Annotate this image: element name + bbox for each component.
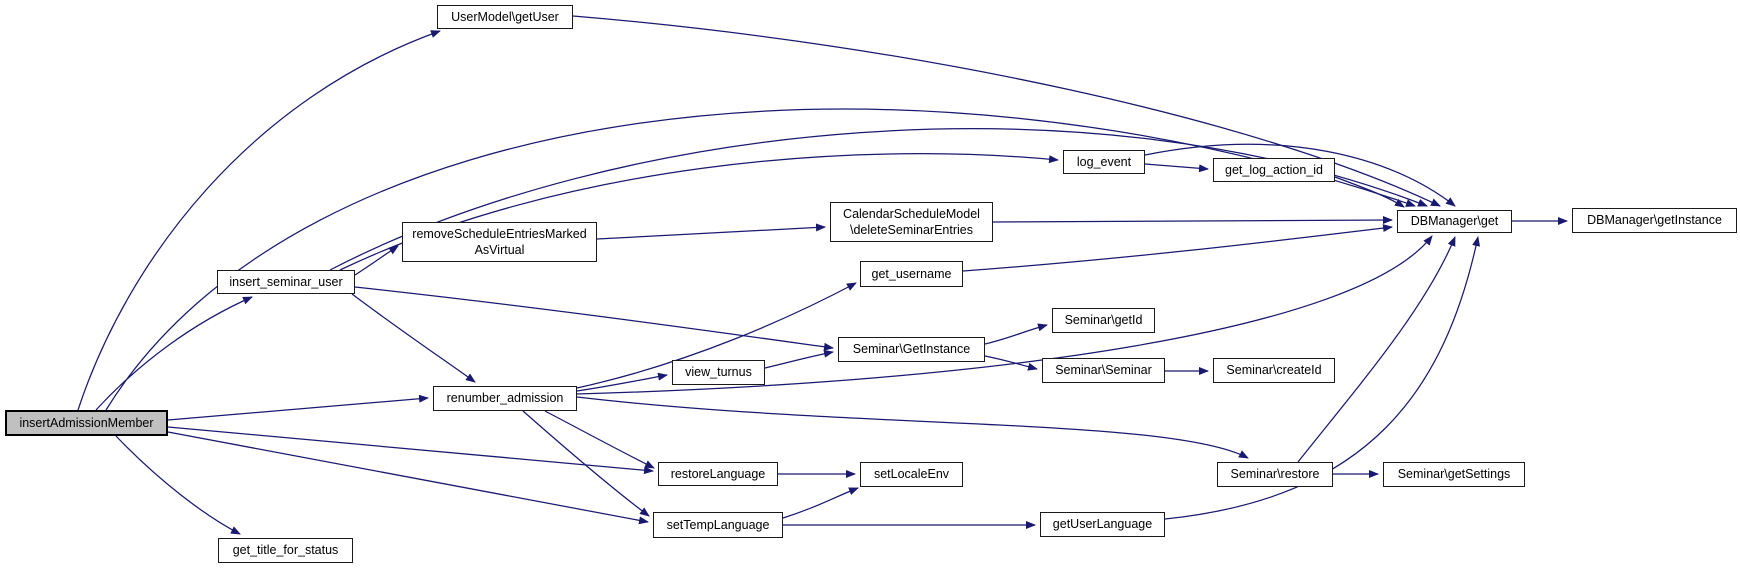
node-logEvent[interactable]: log_event [1063,150,1145,174]
node-seminarCreateId[interactable]: Seminar\createId [1213,358,1335,383]
edge-renumberAdmission-to-setTempLanguage [522,410,650,517]
node-label: setTempLanguage [666,517,770,532]
edge-logEvent-to-getLogActionId [1144,163,1209,173]
node-label: Seminar\getId [1064,313,1143,328]
edge-seminarGetInstance-to-seminarGetId [984,323,1048,345]
edge-calendarScheduleModelDeleteSeminarEntries-to-dbManagerGet [992,216,1393,225]
node-insertSeminarUser[interactable]: insert_seminar_user [217,270,355,294]
node-label: get_title_for_status [232,543,339,558]
edge-insertSeminarUser-to-seminarGetInstance [354,286,834,351]
edge-insertAdmissionMember-to-userModelGetUser [77,30,441,411]
node-getUsername[interactable]: get_username [860,261,963,287]
edge-insertAdmissionMember-to-setTempLanguage [167,431,649,525]
edge-getUserLanguage-to-dbManagerGet [1164,236,1481,520]
node-label: DBManager\get [1410,214,1499,229]
node-calendarScheduleModelDeleteSeminarEntries[interactable]: CalendarScheduleModel \deleteSeminarEntr… [830,202,993,242]
edge-renumberAdmission-to-seminarRestore [576,396,1249,459]
edge-getLogActionId-to-dbManagerGet [1334,176,1405,208]
node-viewTurnus[interactable]: view_turnus [672,360,765,385]
edge-insertSeminarUser-to-renumberAdmission [351,293,476,383]
node-label: Seminar\GetInstance [852,342,971,357]
edge-renumberAdmission-to-viewTurnus [576,372,668,392]
node-userModelGetUser[interactable]: UserModel\getUser [437,5,573,29]
edge-userModelGetUser-to-dbManagerGet [572,15,1441,207]
node-seminarGetInstance[interactable]: Seminar\GetInstance [838,337,985,362]
node-dbManagerGetInstance[interactable]: DBManager\getInstance [1572,208,1737,233]
node-label: Seminar\Seminar [1055,363,1152,378]
node-seminarSeminar[interactable]: Seminar\Seminar [1042,358,1165,383]
node-label: Seminar\createId [1226,363,1322,378]
edge-seminarGetInstance-to-seminarSeminar [984,355,1038,371]
edge-setTempLanguage-to-setLocaleEnv [782,487,859,519]
node-label: view_turnus [685,365,752,380]
node-dbManagerGet[interactable]: DBManager\get [1397,210,1512,233]
node-label: CalendarScheduleModel \deleteSeminarEntr… [843,206,980,237]
node-label: insertAdmissionMember [19,415,154,430]
edge-viewTurnus-to-seminarGetInstance [764,349,834,369]
node-label: getUserLanguage [1052,517,1153,532]
edge-getUsername-to-dbManagerGet [962,224,1393,272]
edge-insertAdmissionMember-to-renumberAdmission [167,394,429,421]
node-removeScheduleEntriesMarkedAsVirtual[interactable]: removeScheduleEntriesMarked AsVirtual [402,222,597,262]
edge-insertAdmissionMember-to-insertSeminarUser [95,296,253,411]
node-label: log_event [1076,154,1132,169]
node-label: setLocaleEnv [873,467,950,482]
node-setLocaleEnv[interactable]: setLocaleEnv [860,462,963,487]
edge-insertAdmissionMember-to-getTitleForStatus [115,435,241,535]
node-renumberAdmission[interactable]: renumber_admission [433,386,577,411]
node-seminarGetSettings[interactable]: Seminar\getSettings [1383,462,1525,487]
node-insertAdmissionMember: insertAdmissionMember [5,410,168,436]
edge-insertAdmissionMember-to-restoreLanguage [167,426,654,475]
edge-logEvent-to-dbManagerGet [1144,143,1456,207]
node-getLogActionId[interactable]: get_log_action_id [1213,158,1335,182]
edge-seminarRestore-to-dbManagerGet [1297,236,1456,463]
node-getUserLanguage[interactable]: getUserLanguage [1040,512,1165,537]
node-label: DBManager\getInstance [1587,213,1722,228]
node-seminarRestore[interactable]: Seminar\restore [1217,462,1333,487]
node-getTitleForStatus[interactable]: get_title_for_status [218,538,353,563]
edge-renumberAdmission-to-dbManagerGet [576,235,1433,395]
edge-renumberAdmission-to-restoreLanguage [544,410,655,469]
node-label: insert_seminar_user [229,274,343,289]
edge-renumberAdmission-to-getUsername [576,282,857,389]
node-label: UserModel\getUser [451,9,559,24]
node-label: Seminar\getSettings [1397,467,1511,482]
node-setTempLanguage[interactable]: setTempLanguage [653,512,783,538]
node-label: renumber_admission [446,391,564,406]
node-label: Seminar\restore [1230,467,1320,482]
node-label: restoreLanguage [670,466,766,481]
node-label: get_log_action_id [1225,162,1323,177]
edge-removeScheduleEntriesMarkedAsVirtual-to-calendarScheduleModelDeleteSeminarEntries [596,223,826,240]
node-label: get_username [871,266,952,281]
edge-insertSeminarUser-to-removeScheduleEntriesMarkedAsVirtual [354,245,399,276]
node-restoreLanguage[interactable]: restoreLanguage [658,462,778,486]
node-seminarGetId[interactable]: Seminar\getId [1052,308,1155,333]
node-label: removeScheduleEntriesMarked AsVirtual [412,226,587,257]
